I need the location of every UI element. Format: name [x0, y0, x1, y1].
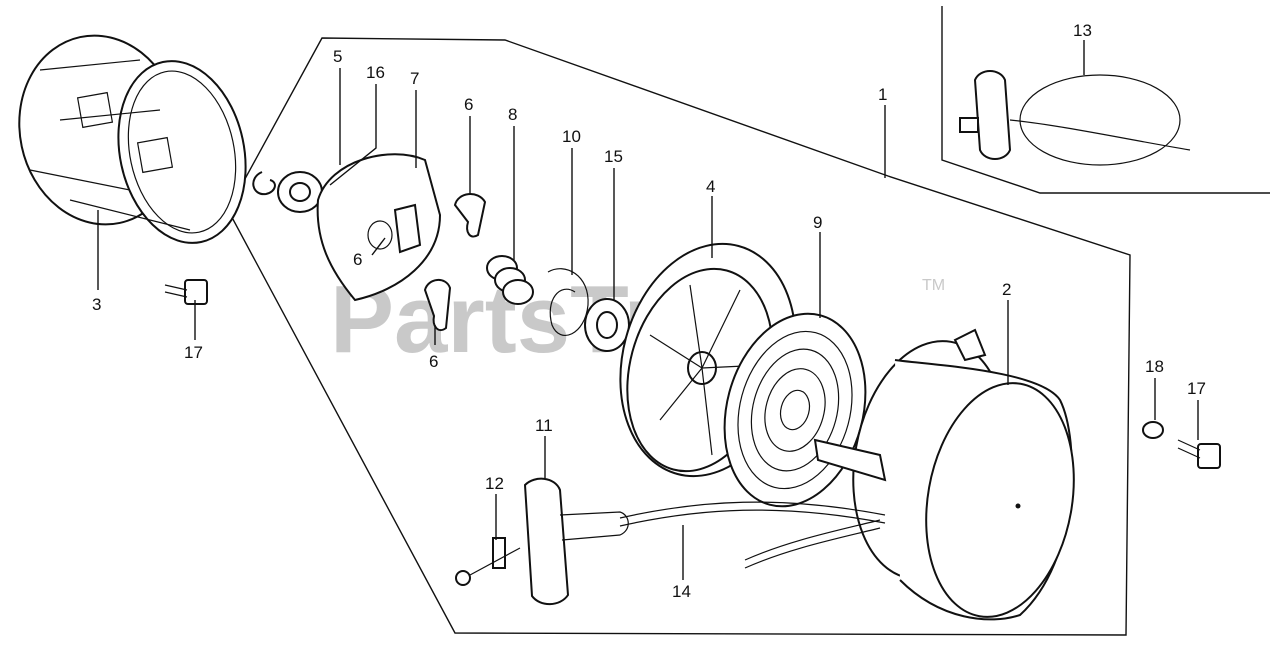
bolt-17a — [164, 279, 208, 305]
starter-cup-5 — [18, 34, 247, 244]
callout-16: 16 — [366, 63, 385, 82]
ratchet-6b — [423, 279, 452, 332]
callout-18: 18 — [1145, 357, 1164, 376]
callout-6-bottom: 6 — [429, 352, 438, 371]
inset-box-13 — [941, 6, 1270, 194]
starter-case-2 — [813, 328, 1075, 621]
callout-8: 8 — [508, 105, 517, 124]
callout-3: 4 — [706, 177, 715, 196]
callout-15: 15 — [604, 147, 623, 166]
washer-15 — [584, 298, 630, 352]
callout-6-top: 6 — [464, 95, 473, 114]
trademark-mark: TM — [922, 277, 945, 294]
clip-4 — [252, 171, 276, 196]
leader-lines — [97, 40, 1199, 580]
rope-with-handle-13 — [959, 70, 1191, 166]
washer-18 — [1142, 421, 1164, 439]
return-spring-10 — [547, 268, 589, 336]
callout-10: 10 — [562, 127, 581, 146]
callout-17-left: 17 — [184, 343, 203, 362]
callout-2: 2 — [1002, 280, 1011, 299]
grip-pin-12 — [455, 537, 521, 586]
callout-13: 13 — [1073, 21, 1092, 40]
callout-1: 1 — [878, 85, 887, 104]
callout-12: 12 — [485, 474, 504, 493]
spring-8 — [486, 255, 534, 305]
assembly-outline — [227, 37, 1131, 636]
callout-11: 11 — [535, 416, 553, 435]
callout-4: 5 — [333, 47, 342, 66]
callout-7: 7 — [410, 69, 419, 88]
callout-5: 3 — [92, 295, 101, 314]
washer-16 — [277, 171, 323, 213]
callout-17-right: 17 — [1187, 379, 1206, 398]
ratchet-plate-7 — [316, 153, 442, 302]
starter-rope-14 — [619, 501, 886, 569]
starter-handle-11 — [523, 477, 570, 606]
bolt-17b — [1177, 439, 1221, 469]
callout-6-mid: 6 — [353, 250, 362, 269]
ratchet-6a — [453, 193, 487, 238]
callout-14: 14 — [672, 582, 691, 601]
callout-9: 9 — [813, 213, 822, 232]
